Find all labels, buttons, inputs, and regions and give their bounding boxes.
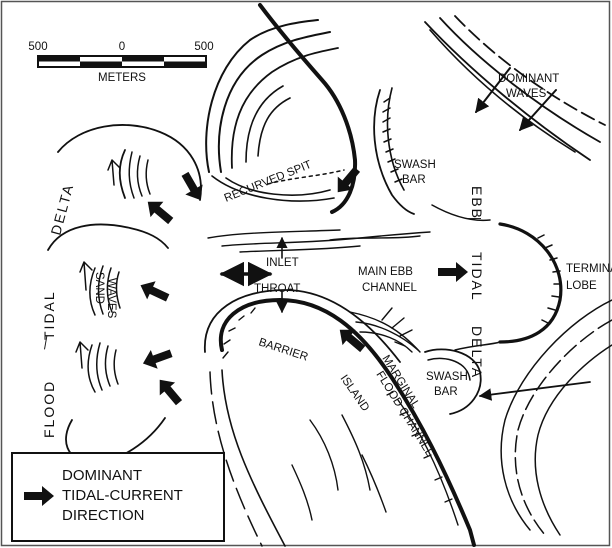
- label-delta-right: DELTA: [469, 326, 485, 379]
- label-sand-waves-2: WAVES: [105, 278, 117, 319]
- legend: DOMINANT TIDAL-CURRENT DIRECTION: [12, 453, 224, 541]
- label-tidal-right: TIDAL: [469, 252, 485, 302]
- label-dash-ebb-tidal: —: [467, 209, 483, 225]
- label-terminal-lobe-2: LOBE: [566, 280, 597, 292]
- scale-tick-right: 500: [194, 41, 213, 53]
- label-tidal-left: TIDAL: [41, 290, 57, 340]
- scale-tick-left: 500: [28, 41, 47, 53]
- legend-line-1: DOMINANT: [62, 467, 142, 484]
- label-flood: FLOOD: [41, 380, 57, 438]
- label-swash-bar-bottom-1: SWASH: [426, 371, 468, 383]
- label-swash-bar-top-2: BAR: [402, 174, 426, 186]
- label-swash-bar-top-1: SWASH: [394, 159, 436, 171]
- scale-tick-zero: 0: [119, 41, 125, 53]
- legend-line-3: DIRECTION: [62, 507, 145, 524]
- label-terminal-lobe-1: TERMINAL: [566, 263, 612, 275]
- label-throat: THROAT: [254, 283, 300, 295]
- label-dominant-waves-1: DOMINANT: [498, 73, 559, 85]
- legend-line-2: TIDAL-CURRENT: [62, 487, 183, 504]
- label-dominant-waves-2: WAVES: [506, 88, 547, 100]
- label-main-ebb-channel-1: MAIN EBB: [358, 266, 413, 278]
- label-swash-bar-bottom-2: BAR: [434, 386, 458, 398]
- scale-unit: METERS: [98, 72, 146, 84]
- label-main-ebb-channel-2: CHANNEL: [362, 282, 418, 294]
- label-inlet: INLET: [266, 257, 299, 269]
- label-sand-waves-1: SAND: [93, 272, 105, 304]
